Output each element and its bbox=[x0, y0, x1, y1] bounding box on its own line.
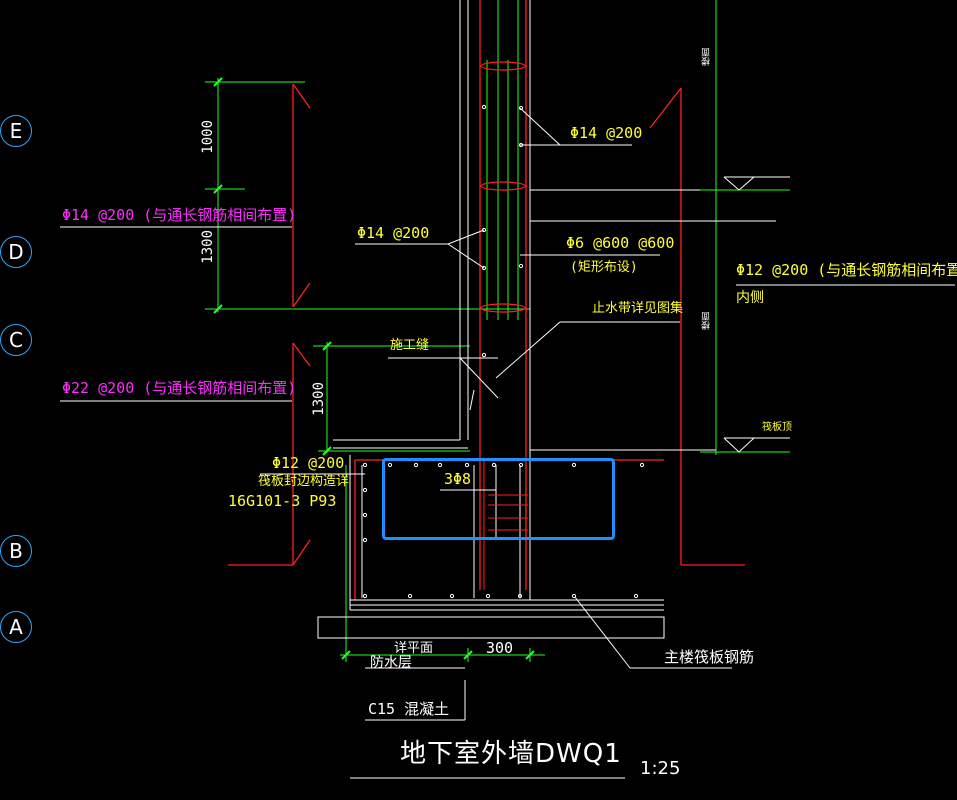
construction-joint-label[interactable]: 施工缝 bbox=[390, 338, 430, 353]
waterstop-label[interactable]: 止水带详见图集 bbox=[592, 301, 684, 316]
drawing-title[interactable]: 地下室外墙DWQ1 bbox=[400, 739, 622, 769]
dimension-ticks bbox=[213, 77, 535, 660]
drawing-scale: 1:25 bbox=[640, 758, 681, 779]
raft-top-label[interactable]: 筏板顶 bbox=[762, 422, 792, 433]
rebar-ovals bbox=[480, 61, 526, 313]
dimension-1300-upper: 1300 bbox=[200, 230, 216, 264]
rebar-label-phi12-right[interactable]: Φ12 @200 (与通长钢筋相间布置) bbox=[736, 261, 957, 279]
rebar-label-phi6[interactable]: Φ6 @600 @600 bbox=[566, 234, 675, 252]
axis-bubble-a[interactable]: A bbox=[0, 611, 32, 643]
rebar-label-phi6-note[interactable]: (矩形布设) bbox=[570, 260, 638, 275]
stirrup-label-3phi8[interactable]: 3Φ8 bbox=[444, 470, 472, 488]
rebar-label-phi14-left[interactable]: Φ14 @200 (与通长钢筋相间布置) bbox=[62, 206, 297, 224]
axis-bubble-b[interactable]: B bbox=[0, 535, 32, 567]
rebar-label-phi14-top[interactable]: Φ14 @200 bbox=[570, 124, 643, 142]
slab-edge-note[interactable]: 筏板封边构造详 bbox=[258, 474, 350, 489]
elevation-tag-lower: 楼面 bbox=[702, 312, 712, 330]
rebar-label-phi22-left[interactable]: Φ22 @200 (与通长钢筋相间布置) bbox=[62, 379, 297, 397]
atlas-reference[interactable]: 16G101-3 P93 bbox=[228, 492, 337, 510]
dimension-1300-lower: 1300 bbox=[311, 382, 327, 416]
axis-bubble-e[interactable]: E bbox=[0, 115, 32, 147]
rebar-label-phi14-mid[interactable]: Φ14 @200 bbox=[357, 224, 430, 242]
axis-bubble-c[interactable]: C bbox=[0, 324, 32, 356]
axis-bubble-d[interactable]: D bbox=[0, 236, 32, 268]
concrete-c15-label[interactable]: C15 混凝土 bbox=[368, 700, 450, 718]
elevation-tag-upper: 楼面 bbox=[702, 48, 712, 66]
detail-plan-label[interactable]: 详平面 bbox=[394, 641, 434, 656]
inner-side-label[interactable]: 内侧 bbox=[736, 290, 764, 306]
stirrup-hatch bbox=[483, 460, 528, 590]
rebar-label-phi12-slab[interactable]: Φ12 @200 bbox=[272, 454, 345, 472]
rebar-dots bbox=[362, 104, 645, 599]
dimension-300: 300 bbox=[486, 639, 514, 657]
elevation-markers bbox=[723, 176, 790, 453]
waterproof-layer-label[interactable]: 防水层 bbox=[370, 655, 412, 671]
selection-highlight-box[interactable] bbox=[382, 458, 615, 540]
dimension-1000: 1000 bbox=[200, 120, 216, 154]
main-raft-rebar-label[interactable]: 主楼筏板钢筋 bbox=[664, 648, 755, 666]
leader-lines bbox=[60, 107, 955, 779]
